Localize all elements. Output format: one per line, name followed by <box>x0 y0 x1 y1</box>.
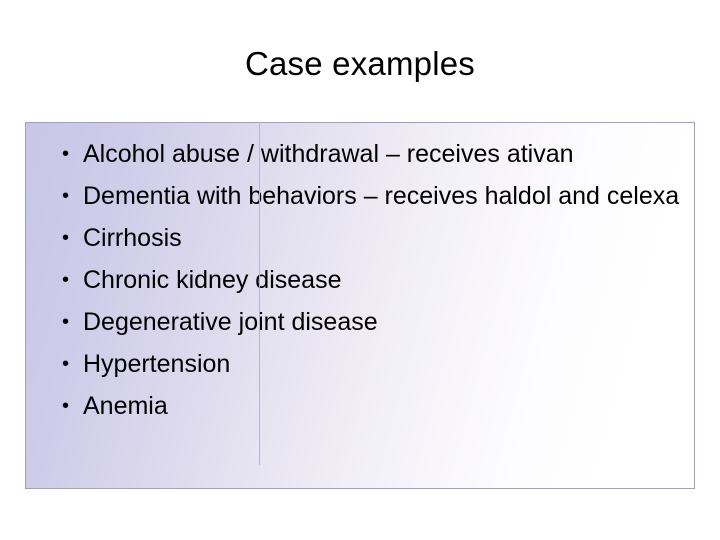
list-item: Alcohol abuse / withdrawal – receives at… <box>40 133 694 175</box>
page-title: Case examples <box>244 45 476 82</box>
list-item: Cirrhosis <box>40 217 694 259</box>
bullet-list: Alcohol abuse / withdrawal – receives at… <box>40 133 694 427</box>
list-item: Dementia with behaviors – receives haldo… <box>40 175 694 217</box>
list-item: Anemia <box>40 385 694 427</box>
vertical-divider <box>259 122 260 465</box>
list-item: Hypertension <box>40 343 694 385</box>
content-box: Alcohol abuse / withdrawal – receives at… <box>25 122 695 489</box>
list-item: Chronic kidney disease <box>40 259 694 301</box>
list-item: Degenerative joint disease <box>40 301 694 343</box>
